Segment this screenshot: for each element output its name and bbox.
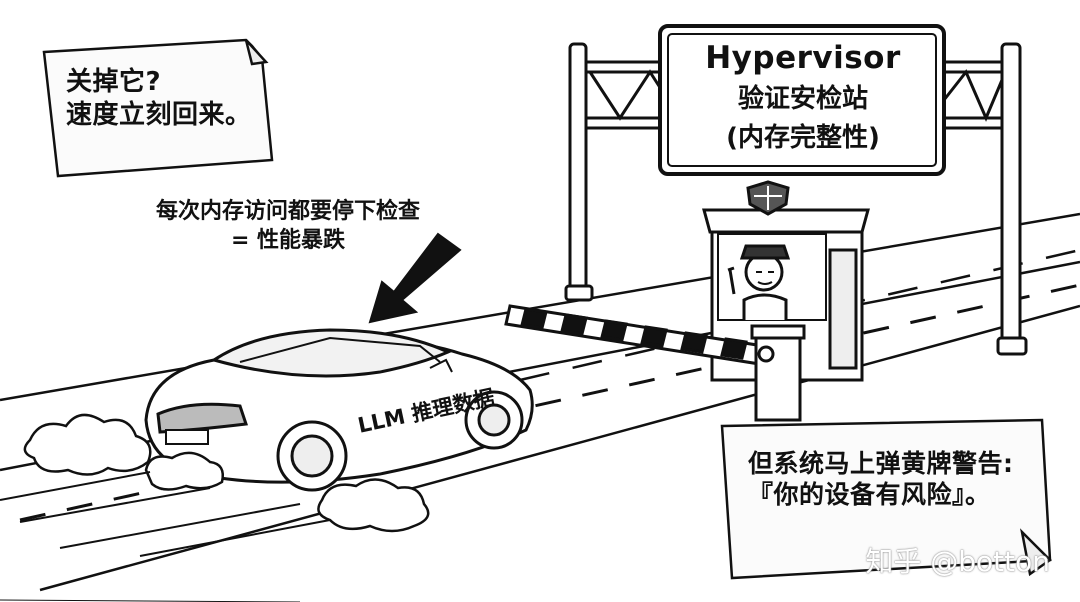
warning-line-1: 每次内存访问都要停下检查 xyxy=(155,199,420,224)
hypervisor-sign: Hypervisor 验证安检站 (内存完整性) xyxy=(668,40,938,154)
sports-car xyxy=(144,328,534,492)
note-line-2: 『你的设备有风险』。 xyxy=(748,480,991,510)
speed-lines xyxy=(0,471,331,557)
exhaust-smoke xyxy=(23,413,430,533)
gantry xyxy=(564,24,1028,356)
down-left-arrow-icon xyxy=(368,232,462,324)
sign-line-3: (内存完整性) xyxy=(726,123,880,153)
note-line-2: 速度立刻回来。 xyxy=(66,99,252,130)
bottom-right-note: 但系统马上弹黄牌警告: 『你的设备有风险』。 xyxy=(748,448,1014,511)
sign-line-2: 验证安检站 xyxy=(737,84,868,114)
note-line-1: 但系统马上弹黄牌警告: xyxy=(748,449,1014,478)
performance-warning: 每次内存访问都要停下检查 = 性能暴跌 xyxy=(108,198,468,255)
note-paper-bottom-right xyxy=(720,418,1052,580)
top-left-note: 关掉它? 速度立刻回来。 xyxy=(66,66,252,131)
guard-booth xyxy=(702,180,870,382)
watermark: 知乎 @botton xyxy=(865,545,1050,578)
warning-line-2: = 性能暴跌 xyxy=(230,227,346,253)
note-paper-top-left xyxy=(42,38,274,178)
sign-title: Hypervisor xyxy=(705,40,901,76)
note-line-1: 关掉它? xyxy=(66,67,162,97)
barrier-gate xyxy=(504,304,806,422)
